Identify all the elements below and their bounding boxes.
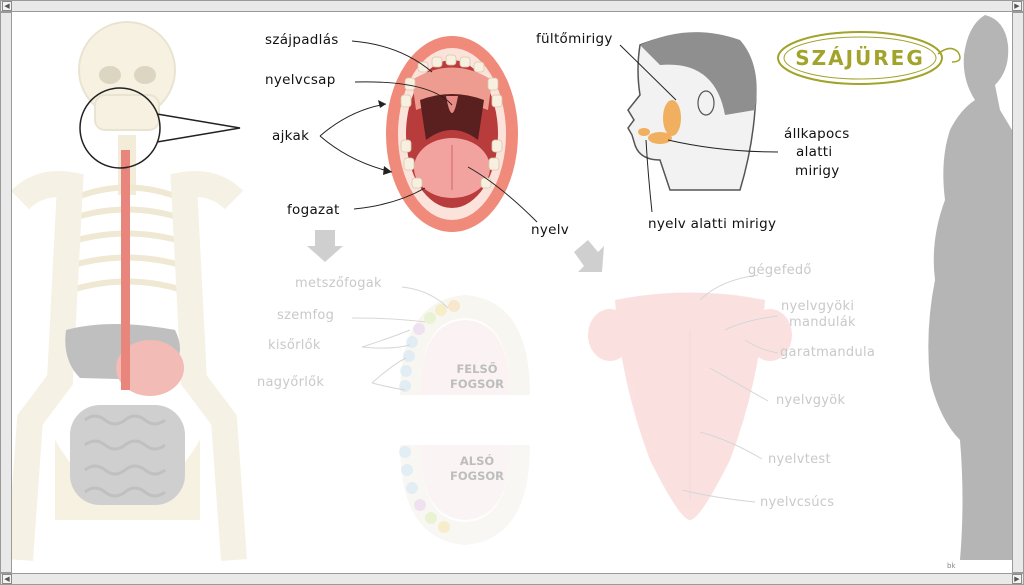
label-fultomirigy: fültőmirigy	[536, 31, 613, 47]
label-mandulak: mandulák	[789, 315, 856, 330]
label-gegefedo: gégefedő	[748, 263, 812, 278]
label-fogsor-upper: FOGSOR	[450, 377, 504, 391]
label-kisorlok: kisőrlők	[268, 338, 321, 353]
label-nyelvgyoki: nyelvgyöki	[781, 299, 855, 314]
label-allkapocs: állkapocs	[784, 126, 850, 142]
label-nyelvcsucs: nyelvcsúcs	[760, 495, 835, 510]
scroll-left-button[interactable]: ◀	[2, 1, 12, 11]
label-felso: FELSŐ	[456, 362, 498, 376]
scroll-left-button-bottom[interactable]: ◀	[2, 574, 12, 584]
diagram-art	[12, 15, 1012, 561]
label-metszofogak: metszőfogak	[295, 276, 382, 291]
tongue-diagram	[588, 292, 792, 520]
faded-arrows	[307, 230, 604, 272]
upper-teeth-diagram	[400, 295, 530, 395]
parotid-gland	[663, 100, 681, 136]
label-nyelvgyok: nyelvgyök	[776, 393, 846, 408]
label-fogsor-lower: FOGSOR	[450, 469, 504, 483]
label-fogazat: fogazat	[287, 202, 340, 218]
scroll-right-button-bottom[interactable]: ▶	[1012, 574, 1022, 584]
mouth-illustration	[386, 36, 518, 232]
bottom-scrollbar[interactable]: ◀ ▶	[0, 573, 1024, 585]
title-szajureg: SZÁJÜREG	[795, 46, 925, 70]
zoom-circle	[79, 87, 161, 169]
label-also-fogsor: ALSÓ FOGSOR	[432, 454, 522, 484]
top-scrollbar[interactable]: ◀ ▶	[0, 0, 1024, 12]
person-silhouette	[928, 15, 1012, 560]
label-felso-fogsor: FELSŐ FOGSOR	[432, 362, 522, 392]
label-garatmandula: garatmandula	[780, 345, 876, 360]
scroll-right-button[interactable]: ▶	[1012, 1, 1022, 11]
label-szemfog: szemfog	[277, 308, 335, 323]
sublingual-gland	[638, 128, 650, 136]
label-szajpadlas: szájpadlás	[265, 32, 339, 48]
label-also: ALSÓ	[459, 454, 495, 468]
title-badge-shape	[777, 31, 961, 85]
submandibular-gland	[648, 132, 672, 144]
left-scrollbar[interactable]	[0, 12, 12, 573]
label-nyelv-alatti-mirigy: nyelv alatti mirigy	[648, 216, 777, 232]
label-alatti: alatti	[796, 144, 833, 160]
label-ajkak: ajkak	[272, 128, 310, 144]
label-nagyorlok: nagyőrlők	[257, 375, 325, 390]
label-nyelvcsap: nyelvcsap	[265, 72, 336, 88]
right-scrollbar[interactable]	[1012, 12, 1024, 573]
diagram-canvas: szájpadlás nyelvcsap ajkak fogazat nyelv…	[12, 12, 1012, 573]
label-mirigy: mirigy	[795, 163, 840, 179]
label-nyelv: nyelv	[531, 222, 570, 238]
lower-teeth-diagram	[400, 445, 530, 545]
credit-mark: bk	[947, 562, 956, 570]
label-nyelvtest: nyelvtest	[768, 452, 831, 467]
head-profile	[627, 32, 757, 191]
esophagus	[121, 150, 130, 390]
